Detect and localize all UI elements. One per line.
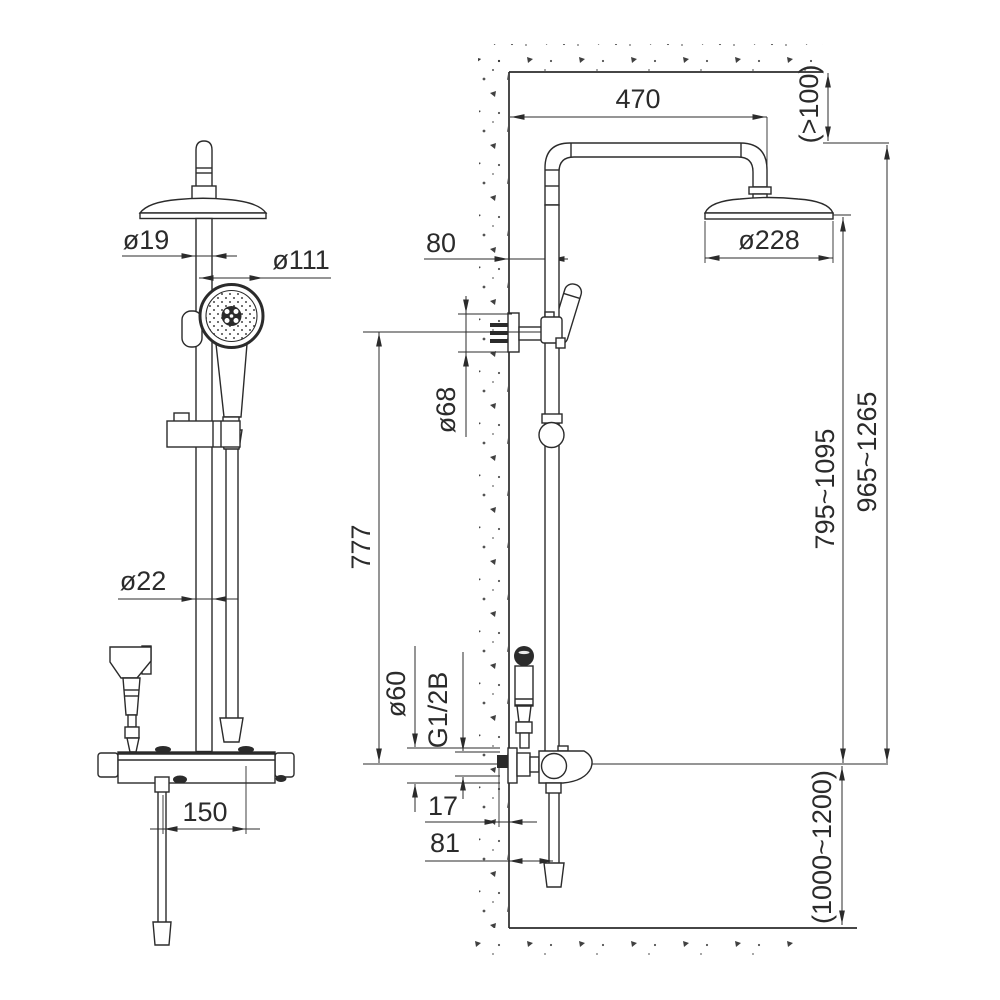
dim-label-1000-1200: (1000~1200) (807, 770, 837, 924)
dim-label-o60: ø60 (381, 671, 411, 718)
dim-hand-shower-diameter: ø111 (199, 245, 331, 281)
dim-label-o19: ø19 (123, 225, 170, 255)
dim-label-g12b: G1/2B (423, 672, 453, 749)
side-riser-pipe (544, 204, 560, 753)
wall-outline (508, 71, 857, 929)
side-slider-ball (538, 413, 565, 449)
side-holder-clamp (540, 311, 566, 349)
side-mixer-valve (497, 745, 593, 784)
dim-wall-to-hose: 81 (425, 828, 553, 864)
front-slider-bracket (166, 412, 241, 448)
mixer-hose-outlet (154, 776, 170, 793)
front-hand-shower-handle (215, 343, 248, 418)
dim-thread-spec: G1/2B (423, 652, 500, 799)
dim-label-795-1095: 795~1095 (810, 429, 840, 550)
side-bidet-sprayer (514, 646, 534, 749)
front-view: ø19 ø111 (97, 140, 331, 946)
dim-rail-height: 777 (346, 332, 382, 763)
mixer-bar-right-cap (274, 752, 295, 778)
front-bidet-sprayer (109, 645, 152, 753)
side-wall-bracket (490, 312, 543, 353)
front-top-pipe (191, 140, 217, 205)
side-shower-arm (544, 142, 768, 206)
dim-label-17: 17 (428, 791, 458, 821)
front-hand-shower (181, 283, 265, 450)
dim-rain-head-diameter: ø228 (704, 221, 834, 263)
dim-front-pipe-diameter: ø19 (122, 225, 237, 259)
dim-label-81: 81 (430, 828, 460, 858)
dim-label-o22: ø22 (120, 566, 167, 596)
dim-label-470: 470 (615, 84, 660, 114)
dim-escutcheon-diameter: ø60 (381, 646, 500, 812)
dim-label-gt100: (>100) (794, 65, 824, 144)
front-hand-shower-button (221, 306, 242, 326)
dim-label-150: 150 (182, 797, 227, 827)
dim-rail-diameter: ø22 (118, 566, 238, 602)
side-view: 470 (>100) (346, 44, 890, 958)
dim-outlet-spacing: 150 (150, 766, 260, 834)
dim-valve-height-range: (1000~1200) (807, 766, 845, 925)
front-hand-shower-hose (219, 449, 244, 743)
dim-ceiling-clearance: (>100) (794, 65, 889, 144)
dim-label-80: 80 (426, 228, 456, 258)
mixer-bar-left-cap (97, 752, 119, 778)
dim-recess-depth: 17 (425, 757, 537, 827)
front-supply-hose (152, 792, 172, 946)
dim-wall-to-riser: 80 (424, 228, 568, 262)
dim-label-965-1265: 965~1265 (852, 392, 882, 513)
dim-label-o111: ø111 (272, 245, 330, 275)
dim-head-height-range: 795~1095 (810, 214, 851, 763)
side-rain-head (703, 186, 835, 220)
dim-label-o228: ø228 (738, 225, 800, 255)
wall-anchor (497, 755, 508, 768)
dim-bracket-diameter: ø68 (431, 296, 512, 437)
valve-escutcheon (507, 747, 518, 784)
wall-hatching (475, 44, 823, 958)
side-sprayer-hose (543, 782, 565, 888)
dim-label-o68: ø68 (431, 387, 461, 434)
front-mixer-bar (97, 746, 295, 793)
dim-label-777: 777 (346, 524, 376, 569)
front-rain-head (138, 197, 268, 220)
dim-overall-height-range: 965~1265 (852, 145, 890, 763)
